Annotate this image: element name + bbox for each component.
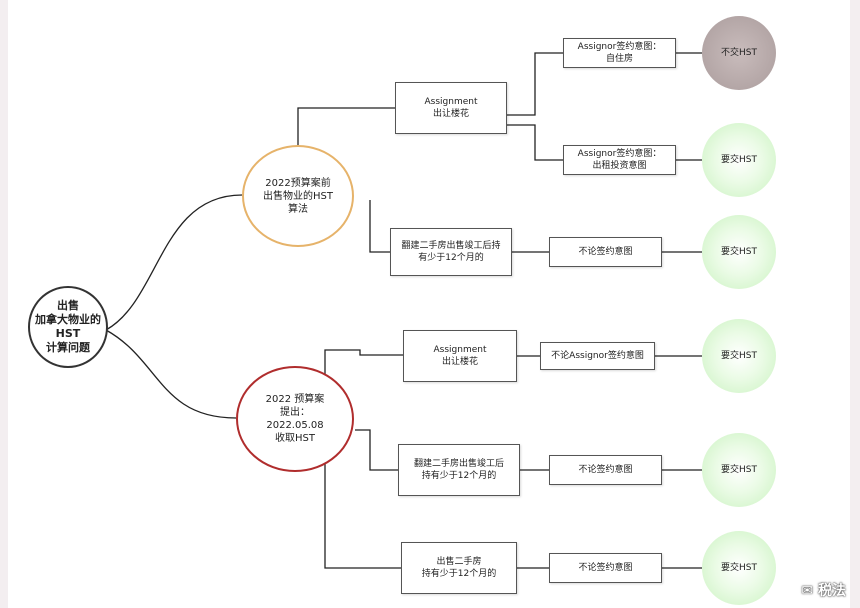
before-intent-self-box: Assignor签约意图： 自住房 [563, 38, 676, 68]
after-result-hst-3: 要交HST [702, 531, 776, 605]
before-intent-invest-box: Assignor签约意图： 出租投资意图 [563, 145, 676, 175]
after-any-assignor-box: 不论Assignor签约意图 [540, 342, 655, 370]
after-resale-box: 出售二手房 持有少于12个月的 [401, 542, 517, 594]
before-newbuild-box: 翻建二手房出售竣工后持 有少于12个月的 [390, 228, 512, 276]
watermark-text: ✉ 税法 [801, 583, 846, 599]
after-newbuild-box: 翻建二手房出售竣工后 持有少于12个月的 [398, 444, 520, 496]
branch-after-2022-node: 2022 预算案 提出： 2022.05.08 收取HST [236, 366, 354, 472]
before-result-no-hst: 不交HST [702, 16, 776, 90]
after-any-intent-box-2: 不论签约意图 [549, 553, 662, 583]
wechat-icon: ✉ [801, 583, 814, 599]
before-assignment-box: Assignment 出让楼花 [395, 82, 507, 134]
after-result-hst-2: 要交HST [702, 433, 776, 507]
after-result-hst-1: 要交HST [702, 319, 776, 393]
after-any-intent-box-1: 不论签约意图 [549, 455, 662, 485]
after-assignment-box: Assignment 出让楼花 [403, 330, 517, 382]
before-any-intent-box: 不论签约意图 [549, 237, 662, 267]
root-node: 出售 加拿大物业的 HST 计算问题 [28, 286, 108, 368]
before-result-hst-1: 要交HST [702, 123, 776, 197]
before-result-hst-2: 要交HST [702, 215, 776, 289]
branch-before-2022-node: 2022预算案前 出售物业的HST 算法 [242, 145, 354, 247]
